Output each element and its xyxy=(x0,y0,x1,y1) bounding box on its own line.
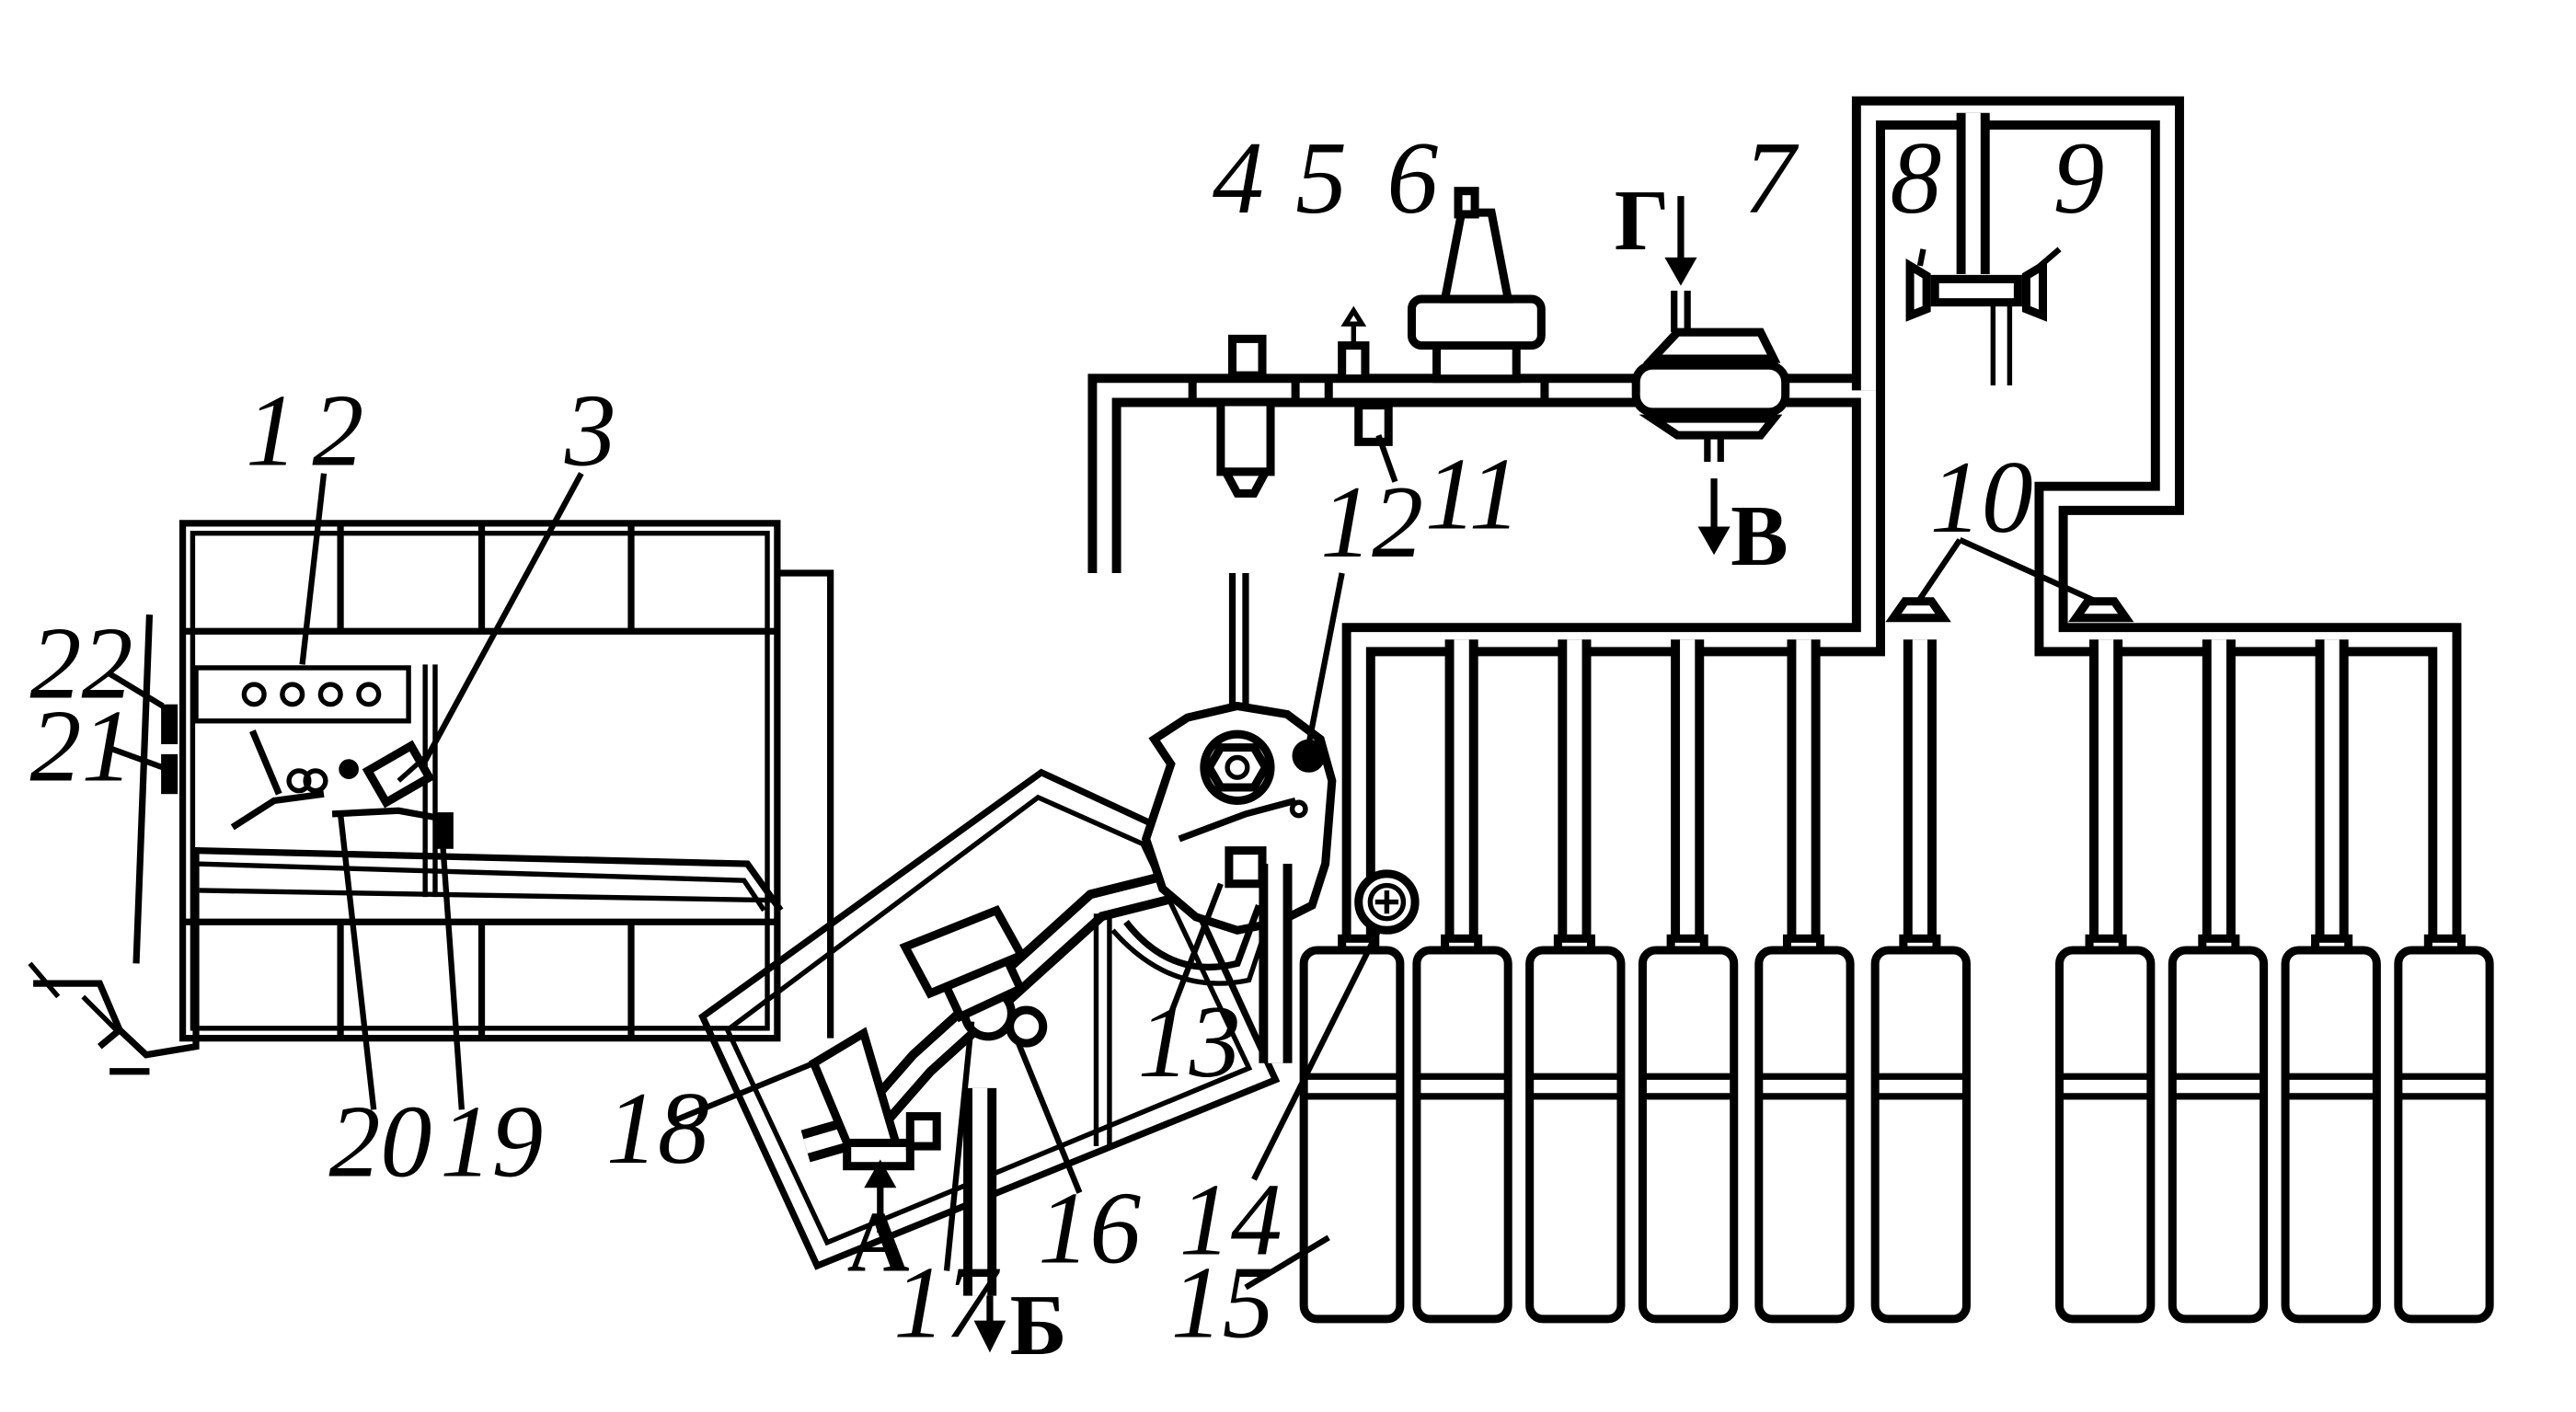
side-valve-21-22 xyxy=(28,614,200,1075)
mixer-assembly xyxy=(698,768,1281,1353)
cylinder xyxy=(1525,934,1626,1324)
label-2: 2 xyxy=(312,374,363,488)
flow-label-v: В xyxy=(1731,488,1788,584)
heater-12 xyxy=(1110,573,1337,986)
cylinder-drops xyxy=(1259,597,2349,1063)
label-9: 9 xyxy=(2053,121,2104,235)
flow-label-b: Б xyxy=(1010,1278,1067,1373)
cylinder xyxy=(1754,934,1855,1324)
cylinder xyxy=(2055,934,2156,1324)
label-16: 16 xyxy=(1038,1171,1141,1285)
label-15: 15 xyxy=(1171,1246,1274,1360)
label-4: 4 xyxy=(1213,121,1264,235)
leader-lines xyxy=(106,247,2098,1291)
label-10: 10 xyxy=(1930,441,2033,555)
cylinder xyxy=(2168,934,2269,1324)
cylinder xyxy=(2281,934,2381,1324)
cylinder xyxy=(1870,934,1971,1324)
cylinder xyxy=(1412,934,1512,1324)
label-21: 21 xyxy=(29,690,132,804)
label-19: 19 xyxy=(440,1085,543,1200)
label-8: 8 xyxy=(1890,121,1941,235)
label-20: 20 xyxy=(328,1085,431,1200)
label-22: 22 xyxy=(29,606,132,720)
label-7: 7 xyxy=(1744,121,1800,235)
cylinder xyxy=(1299,934,1405,1324)
flow-label-a: А xyxy=(847,1194,910,1290)
cylinder xyxy=(1638,934,1739,1324)
flow-labels: А Б В Г xyxy=(847,173,1788,1373)
flow-label-g: Г xyxy=(1615,173,1670,269)
label-13: 13 xyxy=(1138,985,1241,1099)
label-12: 12 xyxy=(1320,465,1423,580)
cylinder xyxy=(2394,934,2494,1324)
label-14: 14 xyxy=(1179,1163,1282,1277)
label-3: 3 xyxy=(564,374,616,488)
top-pipeline xyxy=(1087,96,2462,939)
label-11: 11 xyxy=(1425,437,1521,551)
cylinder-bank xyxy=(1299,934,2494,1324)
number-labels: 1 2 3 4 5 6 7 8 9 10 11 12 13 14 15 16 1… xyxy=(29,121,2104,1360)
label-18: 18 xyxy=(606,1072,709,1186)
label-1: 1 xyxy=(246,374,297,488)
label-6: 6 xyxy=(1386,121,1438,235)
label-5: 5 xyxy=(1295,121,1347,235)
label-17: 17 xyxy=(893,1246,1000,1360)
cabinet-1 xyxy=(178,520,834,1042)
